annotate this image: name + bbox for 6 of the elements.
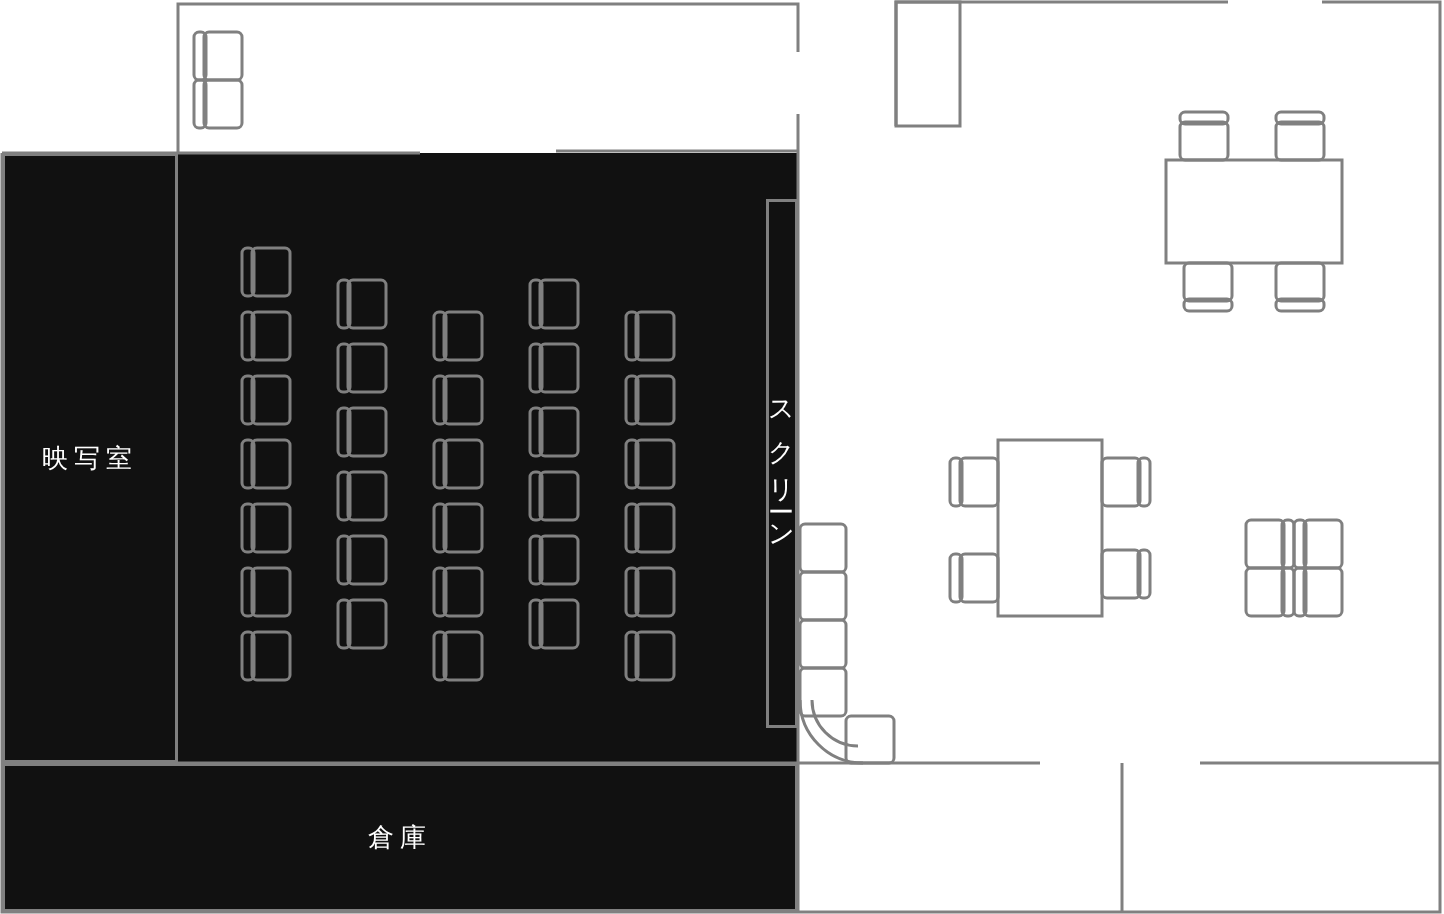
room-area <box>2 763 798 912</box>
room-label: 倉庫 <box>368 821 432 854</box>
screen-box <box>766 199 798 728</box>
room-label: 映写室 <box>42 441 138 475</box>
room-area <box>2 153 178 763</box>
screen-label: スクリーン <box>765 383 798 544</box>
